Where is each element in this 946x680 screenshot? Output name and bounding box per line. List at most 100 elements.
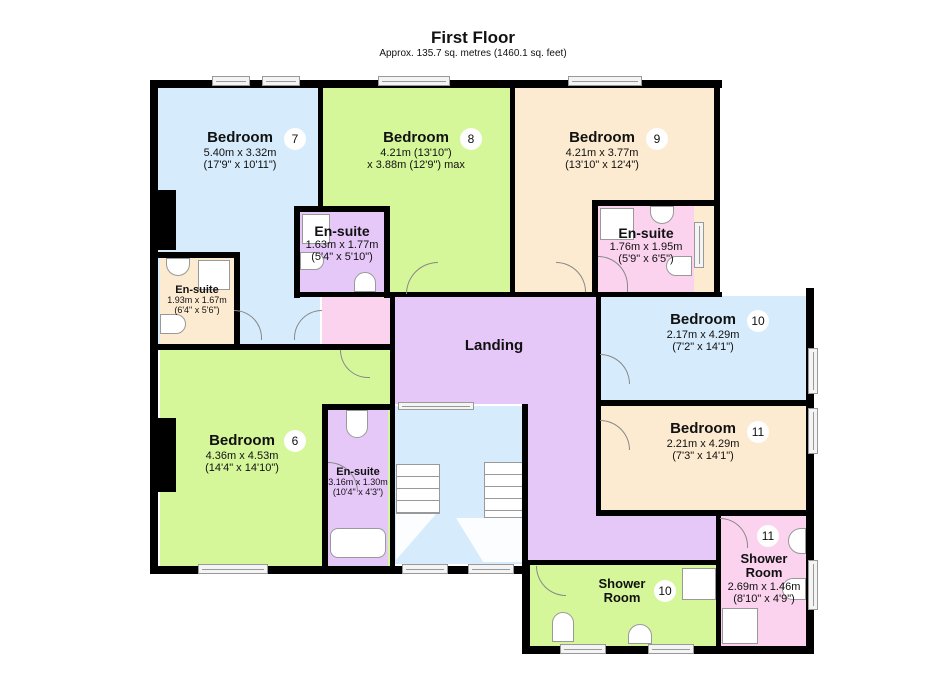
- wall-left: [150, 80, 158, 574]
- room-number-badge: 6: [284, 430, 306, 452]
- room-name: Bedroom: [207, 129, 273, 146]
- room-dim-metric: 2.21m x 4.29m: [666, 437, 740, 450]
- wall-ensuite6-top: [322, 404, 392, 410]
- wall-upper-landing: [294, 292, 722, 297]
- window-b7-2: [262, 76, 300, 86]
- room-dim-metric: 5.40m x 3.32m: [203, 146, 277, 159]
- room-number-badge: 10: [747, 310, 769, 332]
- wall-b10-b11: [596, 400, 812, 406]
- room-dim-metric: 4.21m (13'10"): [380, 146, 452, 159]
- room-number-badge: 8: [460, 128, 482, 150]
- room-bedroom-7-notch: [158, 190, 176, 250]
- room-dim-metric: 2.17m x 4.29m: [666, 328, 740, 341]
- wall-shower-divider: [716, 516, 721, 650]
- room-dim-metric: 4.21m x 3.77m: [565, 146, 639, 159]
- label-bedroom-10: Bedroom 2.17m x 4.29m (7'2" x 14'1"): [666, 311, 740, 353]
- toilet-ensuite9: [666, 256, 692, 276]
- window-shower10-2: [648, 644, 694, 654]
- label-ensuite-6: En-suite 3.16m x 1.30m (10'4" x 4'3"): [328, 466, 388, 498]
- room-name-line1: Shower: [598, 576, 646, 591]
- window-shower11: [808, 560, 818, 610]
- room-dim-metric: 1.76m x 1.95m: [609, 241, 683, 254]
- room-dim-metric: 1.63m x 1.77m: [305, 239, 379, 252]
- label-bedroom-9: Bedroom 4.21m x 3.77m (13'10" x 12'4"): [565, 129, 639, 171]
- room-dim-metric: 2.69m x 1.46m: [727, 580, 801, 593]
- wall-shower10-left: [522, 560, 530, 654]
- room-name: En-suite: [314, 223, 370, 239]
- toilet-ensuite7: [160, 314, 186, 334]
- room-bedroom-11: [600, 406, 806, 510]
- room-bedroom-10: [600, 296, 806, 400]
- toilet-shower10: [552, 612, 574, 642]
- window-stair-2: [468, 564, 514, 574]
- window-b7-1: [212, 76, 250, 86]
- room-name: Bedroom: [383, 129, 449, 146]
- wall-ensuite8-box-top: [294, 206, 390, 212]
- basin-shower11: [788, 528, 806, 554]
- wall-ensuite8-box-right: [384, 206, 390, 298]
- shower-tray-ensuite8: [302, 214, 330, 244]
- wall-shower10-top: [530, 560, 718, 565]
- label-shower-room-10: Shower Room: [598, 576, 646, 606]
- room-dim-imperial: (6'4" x 5'6"): [174, 304, 220, 315]
- toilet-ensuite8: [300, 252, 324, 270]
- label-shower-room-11: Shower Room 2.69m x 1.46m (8'10" x 4'9"): [727, 551, 801, 605]
- shower-tray-ensuite7: [198, 260, 230, 290]
- wall-ensuite7-top: [158, 252, 240, 258]
- wall-b7-b6: [158, 344, 394, 350]
- window-stair-internal: [398, 402, 474, 410]
- toilet-ensuite6: [346, 410, 368, 438]
- basin-shower10: [628, 624, 652, 644]
- floor-area: Approx. 135.7 sq. metres (1460.1 sq. fee…: [379, 48, 567, 59]
- toilet-shower11: [782, 578, 806, 600]
- wall-b6-ensuite6: [322, 404, 328, 568]
- wall-b11-bottom: [596, 510, 812, 516]
- room-name: En-suite: [336, 466, 380, 478]
- label-landing: Landing: [465, 337, 523, 355]
- wall-lobby-right: [390, 294, 395, 566]
- wall-ensuite8-box-left: [294, 206, 300, 298]
- wall-stair-right: [522, 404, 528, 566]
- room-dim-imperial: (5'4" x 5'10"): [311, 251, 373, 264]
- room-dim-imperial: (14'4" x 14'10"): [205, 461, 279, 474]
- room-dim-metric: 4.36m x 4.53m: [205, 449, 279, 462]
- room-dim-imperial: (10'4" x 4'3"): [332, 486, 384, 497]
- floor-title: First Floor: [430, 28, 516, 47]
- room-dim-imperial: (8'10" x 4'9"): [733, 592, 795, 605]
- shower-tray-ensuite9: [600, 208, 634, 240]
- bath-ensuite6: [330, 528, 386, 558]
- label-bedroom-7: Bedroom 5.40m x 3.32m (17'9" x 10'11"): [203, 129, 277, 171]
- window-stair-1: [402, 564, 448, 574]
- room-name: Bedroom: [670, 420, 736, 437]
- wall-ensuite9-top: [592, 200, 714, 206]
- room-bedroom-6-notch: [158, 418, 176, 492]
- room-name: Bedroom: [209, 432, 275, 449]
- window-b9: [568, 76, 642, 86]
- basin-ensuite8: [354, 272, 376, 292]
- label-ensuite-7: En-suite 1.93m x 1.67m (6'4" x 5'6"): [167, 284, 227, 316]
- room-dim-imperial: (13'10" x 12'4"): [565, 158, 639, 171]
- room-name-line1: Shower: [740, 551, 788, 566]
- window-b6: [198, 564, 268, 574]
- room-dim-metric: 1.93m x 1.67m: [167, 295, 227, 306]
- room-dim-metric: 3.16m x 1.30m: [328, 477, 388, 488]
- shower-tray-shower10: [682, 568, 716, 600]
- room-name-line2: Room: [603, 590, 641, 606]
- wall-ensuite7-right: [234, 252, 240, 348]
- wall-ensuite9-left: [592, 200, 598, 294]
- stairs-left-flight: [396, 464, 440, 514]
- room-number-badge: 11: [747, 421, 769, 443]
- label-ensuite-9: En-suite 1.76m x 1.95m (5'9" x 6'5"): [609, 225, 683, 266]
- room-dim-imperial: (7'2" x 14'1"): [672, 340, 734, 353]
- window-b11: [808, 408, 818, 454]
- window-shower10-1: [560, 644, 606, 654]
- label-bedroom-6: Bedroom 4.36m x 4.53m (14'4" x 14'10"): [205, 432, 279, 474]
- label-ensuite-8: En-suite 1.63m x 1.77m (5'4" x 5'10"): [305, 223, 379, 264]
- room-lobby: [322, 296, 394, 348]
- label-bedroom-8: Bedroom 4.21m (13'10") x 3.88m (12'9") m…: [367, 129, 465, 171]
- room-name: En-suite: [175, 284, 219, 296]
- basin-ensuite7: [166, 258, 190, 276]
- room-dim-imperial: (5'9" x 6'5"): [618, 253, 674, 266]
- window-ensuite9: [694, 222, 704, 268]
- room-number-badge: 7: [284, 128, 306, 150]
